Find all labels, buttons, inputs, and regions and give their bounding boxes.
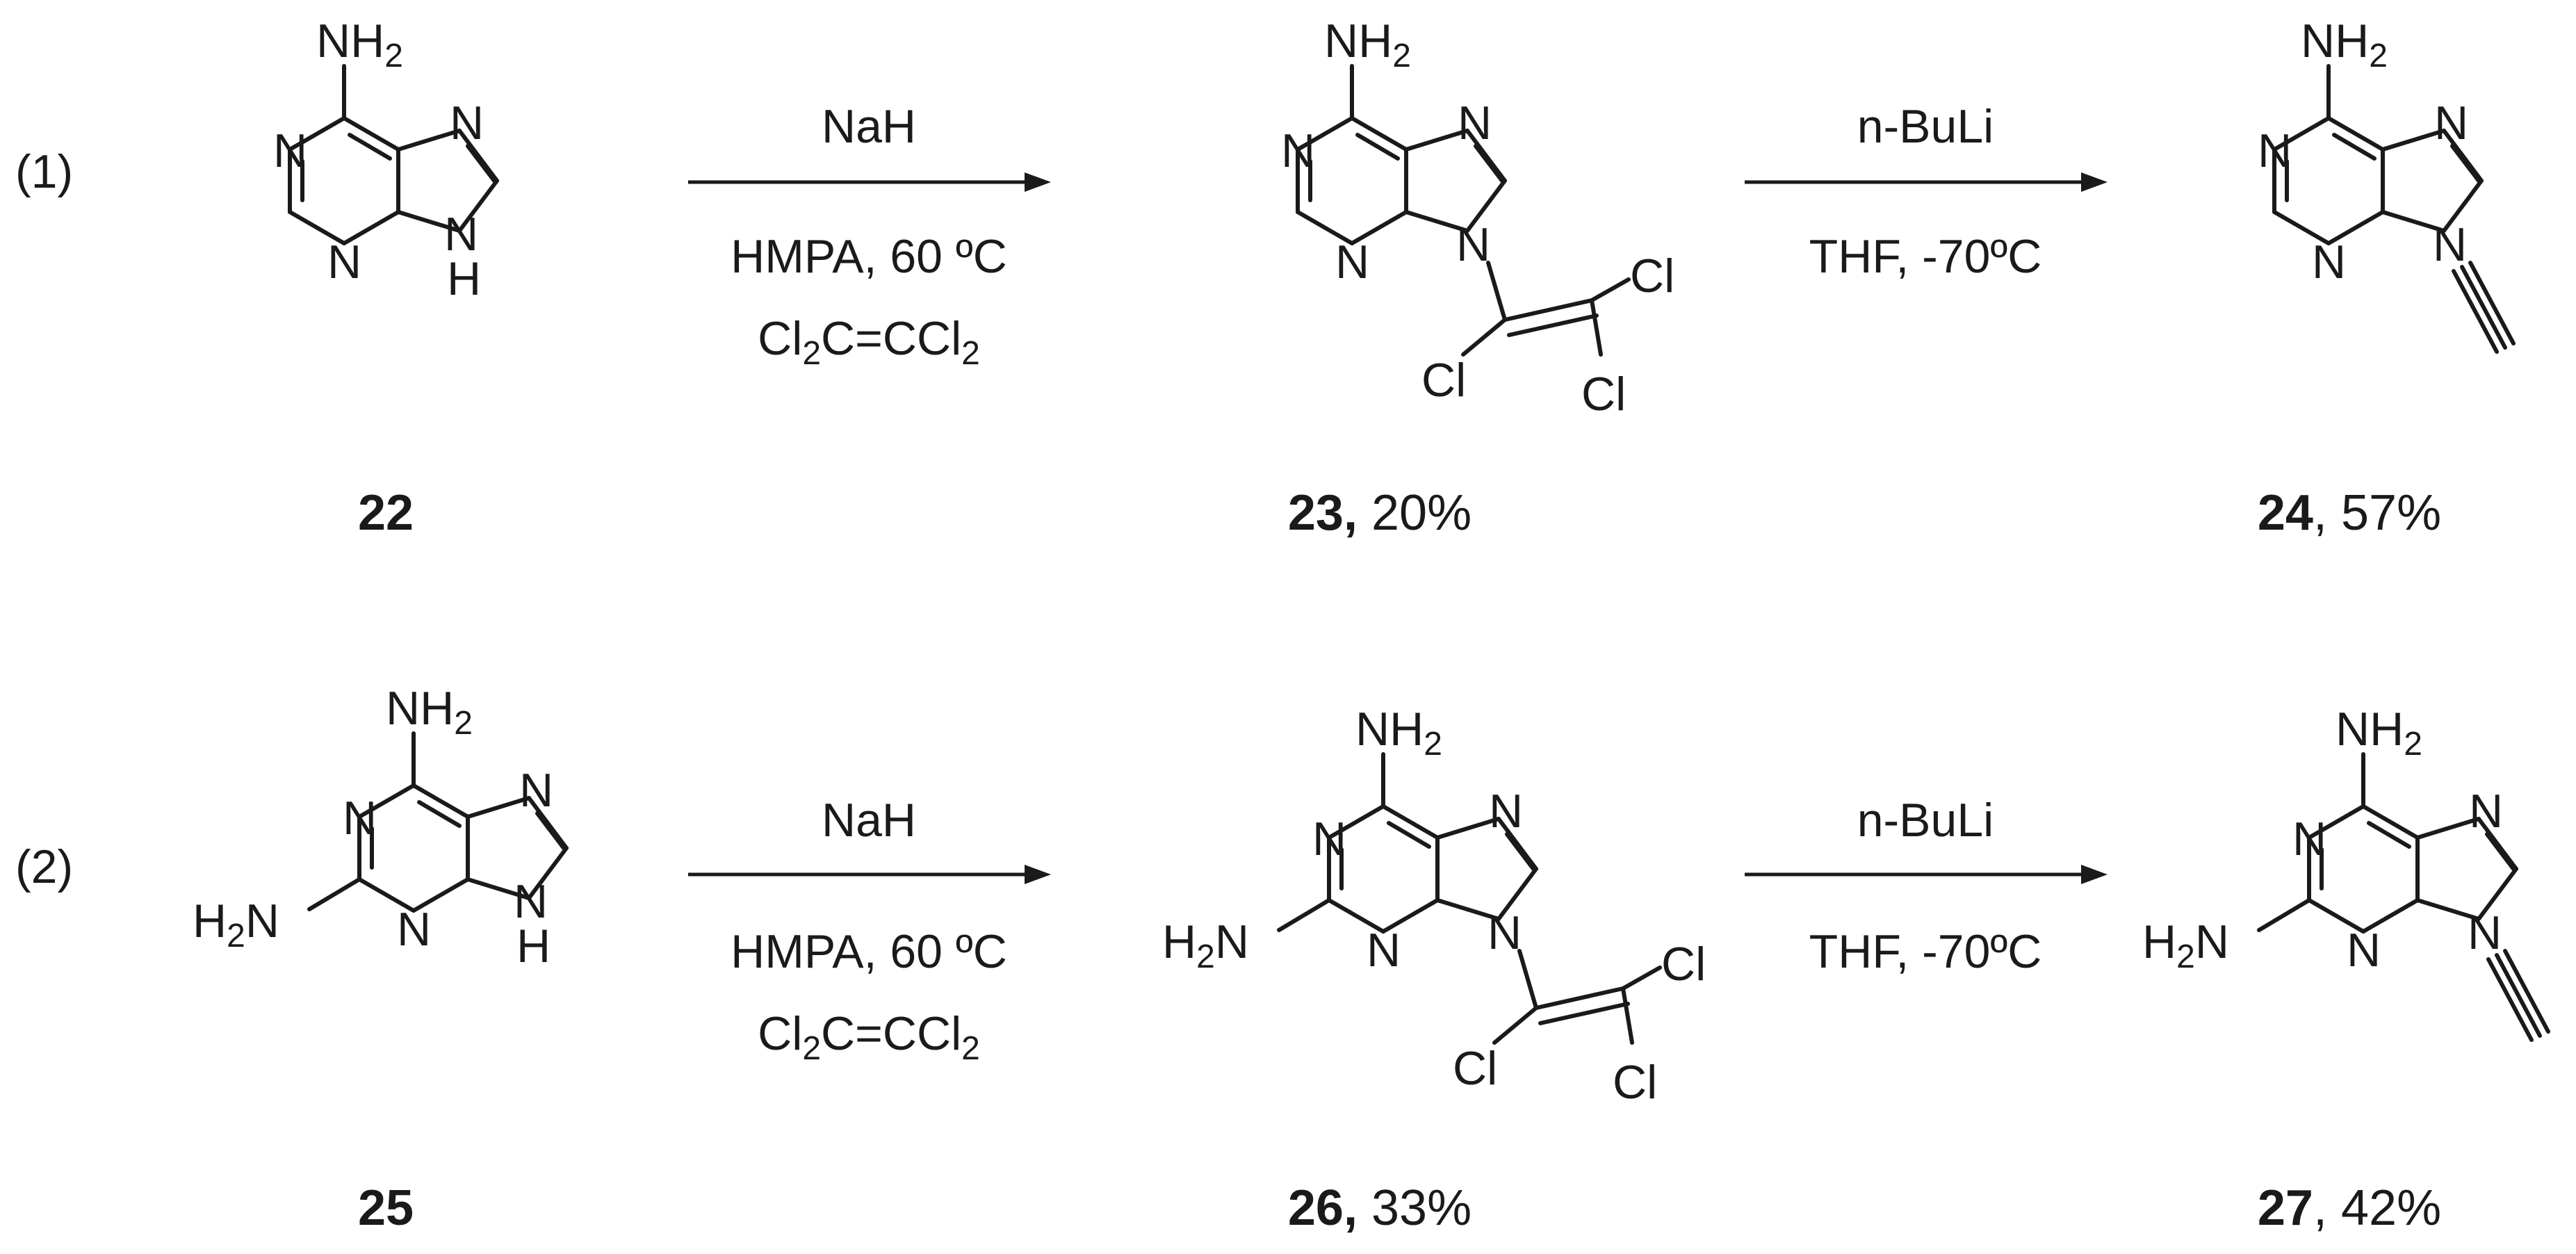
reaction-label-1: (1) bbox=[15, 145, 73, 198]
compound-22-structure: NH2 N N N N H bbox=[273, 15, 497, 305]
svg-text:N: N bbox=[444, 208, 478, 261]
reagent-nah-1: NaH bbox=[822, 100, 916, 153]
reagent-nbuli-1: n-BuLi bbox=[1857, 100, 1994, 153]
svg-text:Cl: Cl bbox=[1581, 368, 1626, 421]
compound-27-structure: NH2 N N N N H2N bbox=[2142, 703, 2550, 1042]
reagent-nah-2: NaH bbox=[822, 794, 916, 847]
conditions-hmpa-1: HMPA, 60 ºC bbox=[731, 230, 1007, 283]
svg-text:NH2: NH2 bbox=[2301, 15, 2388, 74]
svg-text:N: N bbox=[1456, 218, 1490, 271]
svg-text:N: N bbox=[2292, 813, 2326, 865]
svg-text:N: N bbox=[1458, 97, 1492, 149]
svg-text:N: N bbox=[2469, 785, 2503, 838]
svg-text:H2N: H2N bbox=[193, 895, 279, 954]
svg-text:Cl: Cl bbox=[1613, 1056, 1657, 1109]
reaction-arrow-1a bbox=[688, 172, 1051, 192]
svg-text:H: H bbox=[447, 252, 481, 305]
svg-text:NH2: NH2 bbox=[386, 682, 473, 742]
cosolvent-1: Cl2C=CCl2 bbox=[758, 312, 980, 372]
compound-label-25: 25 bbox=[358, 1180, 414, 1236]
compound-24-structure: NH2 N N N N bbox=[2258, 15, 2516, 354]
svg-text:N: N bbox=[343, 792, 377, 845]
svg-text:N: N bbox=[1281, 124, 1315, 177]
svg-text:Cl: Cl bbox=[1421, 354, 1466, 407]
svg-text:N: N bbox=[1335, 236, 1369, 288]
conditions-thf-1: THF, -70ºC bbox=[1809, 230, 2042, 283]
compound-label-22: 22 bbox=[358, 485, 414, 541]
compound-25-structure: NH2 N N N N H H2N bbox=[193, 682, 566, 972]
svg-text:Cl: Cl bbox=[1453, 1042, 1497, 1095]
svg-text:NH2: NH2 bbox=[1355, 703, 1442, 763]
svg-text:NH2: NH2 bbox=[2335, 703, 2422, 763]
svg-text:N: N bbox=[1489, 785, 1523, 838]
svg-text:N: N bbox=[2434, 97, 2468, 149]
reagent-nbuli-2: n-BuLi bbox=[1857, 794, 1994, 847]
svg-text:N: N bbox=[450, 97, 484, 149]
svg-text:NH2: NH2 bbox=[1324, 15, 1411, 74]
reaction-arrow-1b bbox=[1745, 172, 2108, 192]
reaction-arrow-2a bbox=[688, 865, 1051, 884]
compound-26-structure: NH2 N N N N H2N Cl Cl Cl bbox=[1162, 703, 1706, 1109]
svg-text:N: N bbox=[2347, 924, 2381, 977]
svg-text:N: N bbox=[273, 124, 307, 177]
svg-text:N: N bbox=[1487, 906, 1522, 959]
svg-text:N: N bbox=[1367, 924, 1401, 977]
reaction-arrow-2b bbox=[1745, 865, 2108, 884]
cosolvent-2: Cl2C=CCl2 bbox=[758, 1007, 980, 1067]
svg-text:N: N bbox=[327, 236, 361, 288]
compound-label-23: 23, 20% bbox=[1288, 485, 1472, 541]
svg-text:Cl: Cl bbox=[1661, 938, 1706, 991]
compound-label-24: 24, 57% bbox=[2258, 485, 2441, 541]
svg-text:H: H bbox=[516, 920, 551, 972]
svg-text:N: N bbox=[2468, 906, 2502, 959]
svg-text:NH2: NH2 bbox=[316, 15, 403, 74]
svg-text:N: N bbox=[514, 875, 548, 928]
svg-text:Cl: Cl bbox=[1630, 250, 1674, 302]
conditions-hmpa-2: HMPA, 60 ºC bbox=[731, 925, 1007, 978]
svg-text:N: N bbox=[2433, 218, 2467, 271]
svg-text:N: N bbox=[2312, 236, 2346, 288]
svg-text:N: N bbox=[1312, 813, 1346, 865]
svg-text:N: N bbox=[397, 903, 431, 956]
compound-label-26: 26, 33% bbox=[1288, 1180, 1472, 1236]
svg-text:H2N: H2N bbox=[1162, 915, 1249, 975]
svg-text:N: N bbox=[519, 764, 553, 817]
svg-text:N: N bbox=[2258, 124, 2292, 177]
svg-text:H2N: H2N bbox=[2142, 915, 2229, 975]
reaction-label-2: (2) bbox=[15, 840, 73, 893]
conditions-thf-2: THF, -70ºC bbox=[1809, 925, 2042, 978]
compound-23-structure: NH2 N N N N Cl Cl Cl bbox=[1281, 15, 1674, 421]
compound-label-27: 27, 42% bbox=[2258, 1180, 2441, 1236]
